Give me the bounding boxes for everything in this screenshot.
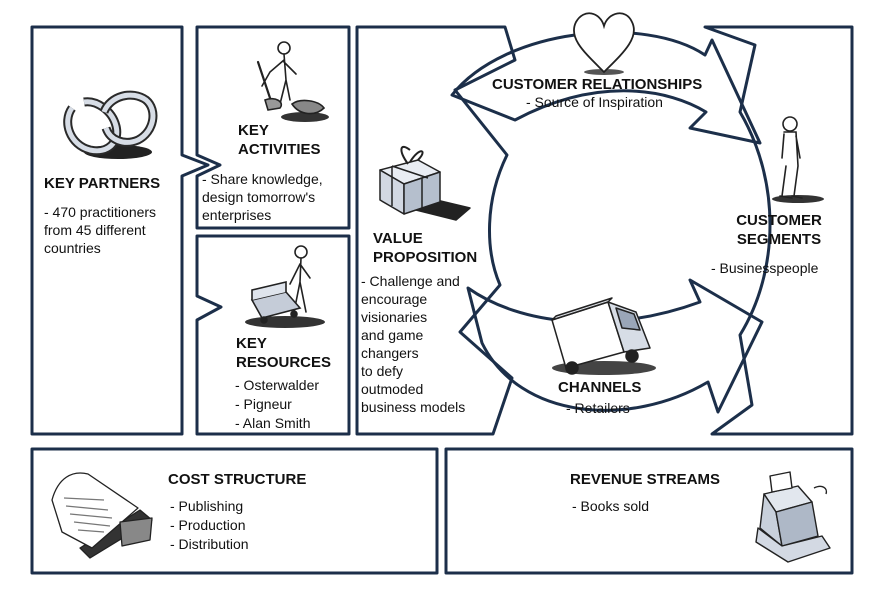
channels-arrow bbox=[466, 278, 764, 414]
revenue-streams-text: - Books sold bbox=[572, 498, 650, 514]
customer-segments-frame bbox=[703, 25, 854, 436]
revenue-streams-frame bbox=[444, 447, 854, 575]
key-activities-frame bbox=[195, 25, 351, 230]
cost-structure-item: - Publishing bbox=[170, 498, 244, 514]
value-proposition-text: - Challenge and encourage visionaries an… bbox=[361, 273, 466, 415]
cost-structure-item: - Production bbox=[170, 517, 246, 533]
cash-register-icon bbox=[755, 471, 831, 563]
key-resources-list: - Osterwalder - Pigneur - Alan Smith bbox=[235, 376, 319, 433]
cost-structure-item: - Distribution bbox=[170, 536, 249, 552]
key-resources-title: KEY RESOURCES bbox=[236, 335, 332, 371]
key-resources-frame bbox=[195, 234, 351, 436]
key-partners-frame bbox=[30, 25, 210, 436]
cost-structure-frame bbox=[30, 447, 439, 575]
customer-segments-text: - Businesspeople bbox=[711, 260, 819, 276]
channels-text: - Retailers bbox=[566, 400, 630, 416]
gift-icon bbox=[379, 145, 471, 221]
customer-segments-title: CUSTOMER SEGMENTS bbox=[736, 212, 822, 248]
customer-relationships-title: CUSTOMER RELATIONSHIPS bbox=[492, 76, 703, 93]
person-icon bbox=[772, 116, 824, 203]
key-activities-title: KEY ACTIVITIES bbox=[238, 122, 321, 158]
linked-rings-icon bbox=[63, 90, 158, 159]
receipt-icon bbox=[51, 472, 153, 559]
key-partners-text: - 470 practitioners from 45 different co… bbox=[44, 204, 157, 256]
cost-structure-title: COST STRUCTURE bbox=[168, 471, 307, 488]
person-with-cart-icon bbox=[245, 245, 325, 328]
worker-icon bbox=[256, 41, 329, 122]
key-resources-item: - Pigneur bbox=[235, 396, 292, 412]
value-proposition-title: VALUE PROPOSITION bbox=[373, 230, 478, 266]
key-resources-item: - Osterwalder bbox=[235, 377, 320, 393]
channels-title: CHANNELS bbox=[558, 379, 642, 396]
heart-icon bbox=[573, 12, 635, 75]
value-proposition-frame bbox=[355, 25, 517, 436]
truck-icon bbox=[551, 297, 656, 375]
key-partners-title: KEY PARTNERS bbox=[44, 175, 161, 192]
revenue-streams-title: REVENUE STREAMS bbox=[570, 471, 721, 488]
cost-structure-list: - Publishing - Production - Distribution bbox=[170, 497, 249, 554]
customer-relationships-text: - Source of Inspiration bbox=[526, 94, 663, 110]
key-activities-text: - Share knowledge, design tomorrow's ent… bbox=[202, 171, 323, 223]
key-resources-item: - Alan Smith bbox=[235, 415, 311, 431]
customer-relationships-arrow bbox=[450, 30, 762, 145]
